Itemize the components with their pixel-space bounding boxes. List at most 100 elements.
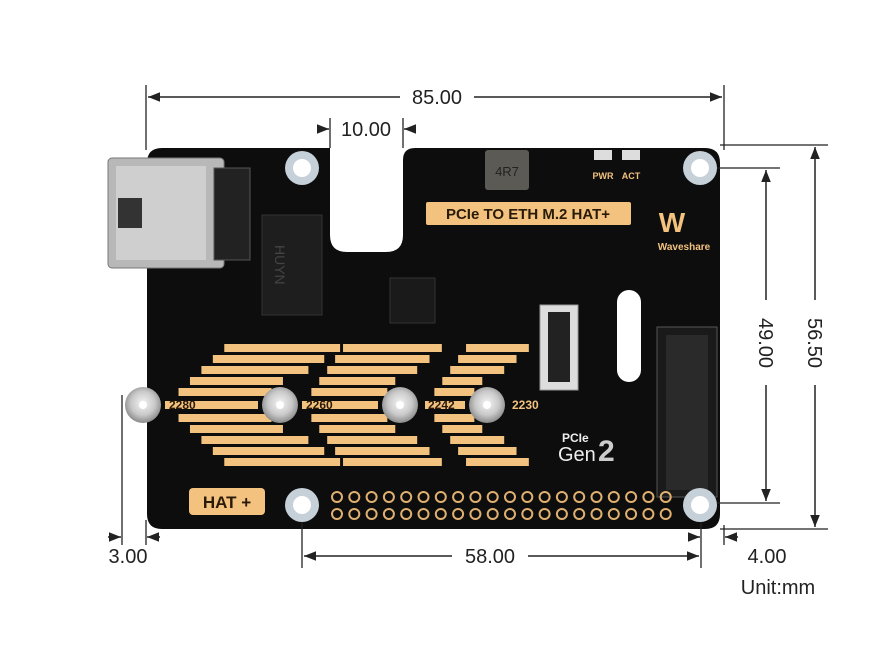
size-label-2280: 2280 xyxy=(169,398,196,412)
gpio-pin xyxy=(417,508,430,520)
gpio-pin xyxy=(486,491,499,503)
gpio-pin xyxy=(382,491,395,503)
length-stripe xyxy=(189,377,283,385)
gpio-pin xyxy=(365,491,378,503)
gpio-pin xyxy=(625,508,638,520)
board-title: PCIe TO ETH M.2 HAT+ xyxy=(446,206,610,223)
act-label: ACT xyxy=(622,171,641,181)
length-stripe xyxy=(224,458,341,466)
pcie-label: PCIe xyxy=(562,431,589,445)
gpio-pin xyxy=(434,491,447,503)
gpio-pin xyxy=(555,508,568,520)
gpio-pin xyxy=(590,491,603,503)
title-plate xyxy=(426,202,631,225)
gpio-pin xyxy=(642,491,655,503)
gpio-pin xyxy=(452,491,465,503)
gpio-pin xyxy=(400,491,413,503)
gpio-pin xyxy=(504,508,516,520)
transformer-chip xyxy=(261,214,323,316)
gpio-pin xyxy=(417,491,430,503)
gpio-pin xyxy=(642,508,655,520)
hat-label: HAT + xyxy=(203,493,251,512)
size-label-2230: 2230 xyxy=(512,398,539,412)
gpio-pin xyxy=(469,491,482,503)
length-stripe xyxy=(425,401,465,409)
gpio-pin xyxy=(625,491,638,503)
gpio-pin xyxy=(521,508,534,520)
length-stripe xyxy=(201,366,309,374)
gpio-pin xyxy=(331,508,343,520)
gpio-header xyxy=(331,491,672,520)
size-label-2260: 2260 xyxy=(306,398,333,412)
chip-marking: HUYN xyxy=(272,245,288,285)
gpio-pin xyxy=(607,491,620,503)
length-stripe xyxy=(466,344,529,352)
length-stripe xyxy=(466,458,529,466)
gpio-pin xyxy=(590,508,603,520)
gpio-pin xyxy=(573,491,586,503)
gpio-pin xyxy=(538,491,551,503)
m2-standoffs xyxy=(125,387,505,423)
length-stripe xyxy=(335,447,430,455)
gpio-pin xyxy=(382,508,395,520)
length-stripe xyxy=(458,355,517,363)
inductor-marking: 4R7 xyxy=(495,164,519,179)
extension-lines xyxy=(121,85,828,568)
dim-right-offset: 4.00 xyxy=(748,546,787,568)
length-stripe xyxy=(434,414,475,422)
length-stripe xyxy=(458,447,517,455)
gpio-pin xyxy=(504,491,516,503)
length-stripe xyxy=(327,436,418,444)
length-stripe xyxy=(212,447,325,455)
gpio-pin xyxy=(434,508,447,520)
length-stripe xyxy=(178,388,272,396)
length-stripe xyxy=(311,414,388,422)
gpio-pin xyxy=(573,508,586,520)
inductor xyxy=(485,150,529,190)
length-stripe xyxy=(327,366,418,374)
length-stripe xyxy=(442,377,483,385)
hat-plate xyxy=(189,488,265,515)
gpio-pin xyxy=(521,491,534,503)
mounting-holes xyxy=(285,151,717,522)
length-stripe xyxy=(224,344,341,352)
gpio-pin xyxy=(365,508,378,520)
length-stripe xyxy=(212,355,325,363)
length-stripe xyxy=(335,355,430,363)
gpio-pin xyxy=(538,508,551,520)
gen-label: Gen xyxy=(558,444,596,466)
pwr-label: PWR xyxy=(593,171,614,181)
dim-notch-width: 10.00 xyxy=(341,119,391,141)
gpio-pin xyxy=(348,491,361,503)
m2-length-markings xyxy=(165,344,529,466)
pwr-led xyxy=(594,150,612,160)
length-stripe xyxy=(302,401,378,409)
gpio-pin xyxy=(331,491,343,503)
length-stripe xyxy=(343,344,442,352)
dim-hole-spacing-vertical: 49.00 xyxy=(754,318,776,368)
length-stripe xyxy=(201,436,309,444)
rj45-connector xyxy=(107,157,251,269)
length-stripe xyxy=(178,414,272,422)
length-stripe xyxy=(311,388,388,396)
length-stripe xyxy=(442,425,483,433)
length-stripe xyxy=(189,425,283,433)
length-stripe xyxy=(319,377,396,385)
gpio-pin xyxy=(348,508,361,520)
gpio-pin xyxy=(486,508,499,520)
length-stripe xyxy=(450,366,505,374)
length-stripe xyxy=(450,436,505,444)
waveshare-logo: W xyxy=(659,207,686,238)
unit-label: Unit:mm xyxy=(741,577,815,599)
dim-left-offset: 3.00 xyxy=(109,546,148,568)
gpio-pin xyxy=(659,508,672,520)
gpio-pin xyxy=(400,508,413,520)
dim-hole-spacing-horizontal: 58.00 xyxy=(465,546,515,568)
brand-name: Waveshare xyxy=(658,242,711,253)
gpio-pin xyxy=(469,508,482,520)
length-stripe xyxy=(319,425,396,433)
gpio-pin xyxy=(452,508,465,520)
gpio-pin xyxy=(659,491,672,503)
gpio-pin xyxy=(555,491,568,503)
